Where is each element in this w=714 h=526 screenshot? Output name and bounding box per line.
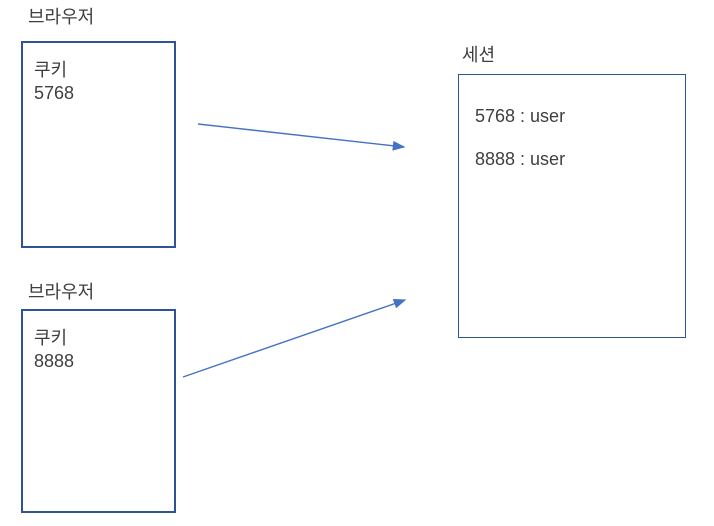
- session-box: 5768 : user 8888 : user: [458, 74, 686, 338]
- session-entry: 5768 : user: [475, 106, 566, 126]
- session-content: 5768 : user 8888 : user: [459, 75, 685, 181]
- browser2-cookie-label: 쿠키: [34, 328, 68, 348]
- arrow-browser1-to-session-icon: [197, 123, 406, 151]
- browser2-cookie-value: 8888: [34, 351, 75, 371]
- browser1-cookie-label: 쿠키: [34, 60, 68, 80]
- browser1-title: 브라우저: [28, 7, 95, 27]
- session-title: 세션: [462, 45, 496, 65]
- browser1-box: 쿠키 5768: [21, 41, 176, 248]
- arrow-browser2-to-session-icon: [182, 299, 407, 378]
- browser2-box: 쿠키 8888: [21, 309, 176, 513]
- session-entry: 8888 : user: [475, 149, 566, 169]
- browser1-content: 쿠키 5768: [23, 43, 174, 105]
- browser2-content: 쿠키 8888: [23, 311, 174, 373]
- browser1-cookie-value: 5768: [34, 83, 75, 103]
- browser2-title: 브라우저: [28, 282, 95, 302]
